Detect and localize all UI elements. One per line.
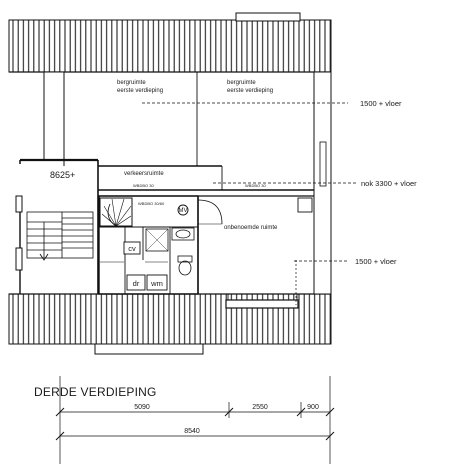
appliance-cv-box: cv [123,241,141,255]
callout-ridge: nok 3300 + vloer [361,179,417,188]
dimension-seg2: 2550 [252,404,268,411]
callout-lower: 1500 + vloer [355,257,397,266]
room-bergruimte-right-line1: bergruimte [227,80,256,86]
appliance-dryer-box: dr [126,274,146,291]
interior-structure [63,72,314,309]
drawing-title: DERDE VERDIEPING [34,385,157,399]
mv-label: MV [179,208,188,214]
room-bergruimte-right-line2: eerste verdieping [227,88,273,94]
dimension-lines [55,376,335,464]
appliance-washer-box: wm [146,274,168,291]
dryer-label: dr [133,279,140,288]
level-mark: 8625+ [50,170,75,180]
room-onbenoemde-ruimte: onbenoemde ruimte [224,225,278,231]
dimension-total: 8540 [184,428,200,435]
wbdbo-left-note: WBDBO 30 [133,183,154,188]
height-callouts [142,102,358,262]
dimension-seg3: 900 [307,404,319,411]
dimension-seg1: 5090 [134,404,150,411]
roof-top [8,12,332,73]
room-verkeersruimte: verkeersruimte [124,171,164,177]
cv-label: cv [128,244,136,253]
stair-note: WBDBO 30/60 [138,201,165,206]
wbdbo-right-note: WBDBO 30 [245,183,266,188]
bathroom-fixtures [100,204,195,276]
staircase [26,197,133,261]
room-bergruimte-left-line2: eerste verdieping [117,88,163,94]
exterior-walls [15,71,332,295]
room-bergruimte-left-line1: bergruimte [117,80,146,86]
washer-label: wm [150,279,163,288]
callout-upper: 1500 + vloer [360,99,402,108]
